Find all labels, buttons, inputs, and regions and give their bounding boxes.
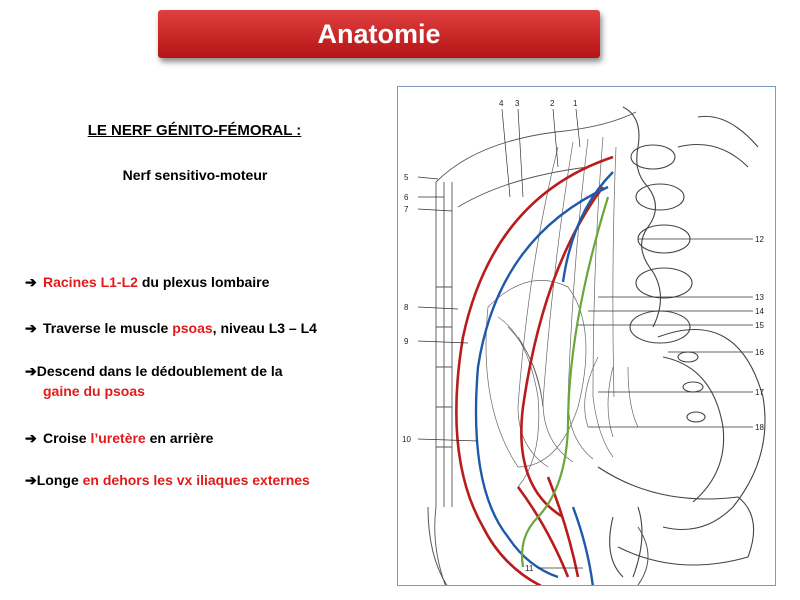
figure-label: 8	[404, 303, 409, 312]
bullet-text: Traverse le muscle	[43, 320, 173, 336]
figure-label: 17	[755, 388, 764, 397]
bullet-descend: ➔Descend dans le dédoublement de la gain…	[25, 361, 283, 401]
figure-label: 13	[755, 293, 764, 302]
bullet-text-red: gaine du psoas	[43, 383, 145, 399]
anatomy-figure: 4 3 2 1 5 6 7 8 9 10 12 13 14 15 16 17 1…	[397, 86, 776, 586]
figure-label: 9	[404, 337, 409, 346]
figure-label: 11	[525, 564, 534, 573]
arrow-icon: ➔	[25, 430, 37, 446]
pelvis	[597, 328, 766, 578]
arrow-icon: ➔	[25, 472, 37, 488]
anatomy-illustration: 4 3 2 1 5 6 7 8 9 10 12 13 14 15 16 17 1…	[402, 99, 766, 585]
figure-label: 4	[499, 99, 504, 108]
bullet-text: Croise	[43, 430, 91, 446]
nerve-path	[520, 196, 610, 568]
bullet-text-red: en dehors les vx iliaques externes	[82, 472, 310, 488]
title-banner: Anatomie	[158, 10, 600, 58]
figure-label: 16	[755, 348, 764, 357]
bullet-text-red: Racines L1-L2	[43, 274, 138, 290]
bullet-iliac: ➔Longe en dehors les vx iliaques externe…	[25, 470, 310, 490]
bullet-text-red: l’uretère	[90, 430, 146, 446]
figure-label: 10	[402, 435, 411, 444]
label-leaders	[417, 108, 753, 569]
bullet-text: en arrière	[145, 430, 214, 446]
figure-label: 3	[515, 99, 520, 108]
bullet-text-red: psoas	[172, 320, 213, 336]
bullet-roots: ➔ Racines L1-L2 du plexus lombaire	[25, 272, 269, 292]
spine	[622, 106, 759, 344]
figure-label: 14	[755, 307, 764, 316]
bullet-text: Descend dans le dédoublement de la	[36, 363, 283, 379]
arrow-icon: ➔	[25, 363, 37, 379]
section-subtitle: Nerf sensitivo-moteur	[122, 167, 268, 183]
figure-label: 7	[404, 205, 409, 214]
vein-path	[474, 171, 614, 585]
bullet-text: Longe	[36, 472, 83, 488]
figure-label: 18	[755, 423, 764, 432]
arrow-icon: ➔	[25, 274, 37, 290]
figure-label: 6	[404, 193, 409, 202]
bullet-ureter: ➔ Croise l’uretère en arrière	[25, 428, 213, 448]
bullet-text: du plexus lombaire	[137, 274, 270, 290]
page-title: Anatomie	[317, 18, 441, 49]
figure-label: 12	[755, 235, 764, 244]
psoas-muscle	[485, 136, 639, 488]
bullet-psoas: ➔ Traverse le muscle psoas, niveau L3 – L…	[25, 318, 317, 338]
arrow-icon: ➔	[25, 320, 37, 336]
thigh-outline	[427, 506, 649, 585]
figure-label: 15	[755, 321, 764, 330]
section-title: LE NERF GÉNITO-FÉMORAL :	[87, 122, 302, 139]
figure-label: 2	[550, 99, 555, 108]
figure-label: 5	[404, 173, 409, 182]
figure-label: 1	[573, 99, 578, 108]
bullet-text: , niveau L3 – L4	[212, 320, 317, 336]
